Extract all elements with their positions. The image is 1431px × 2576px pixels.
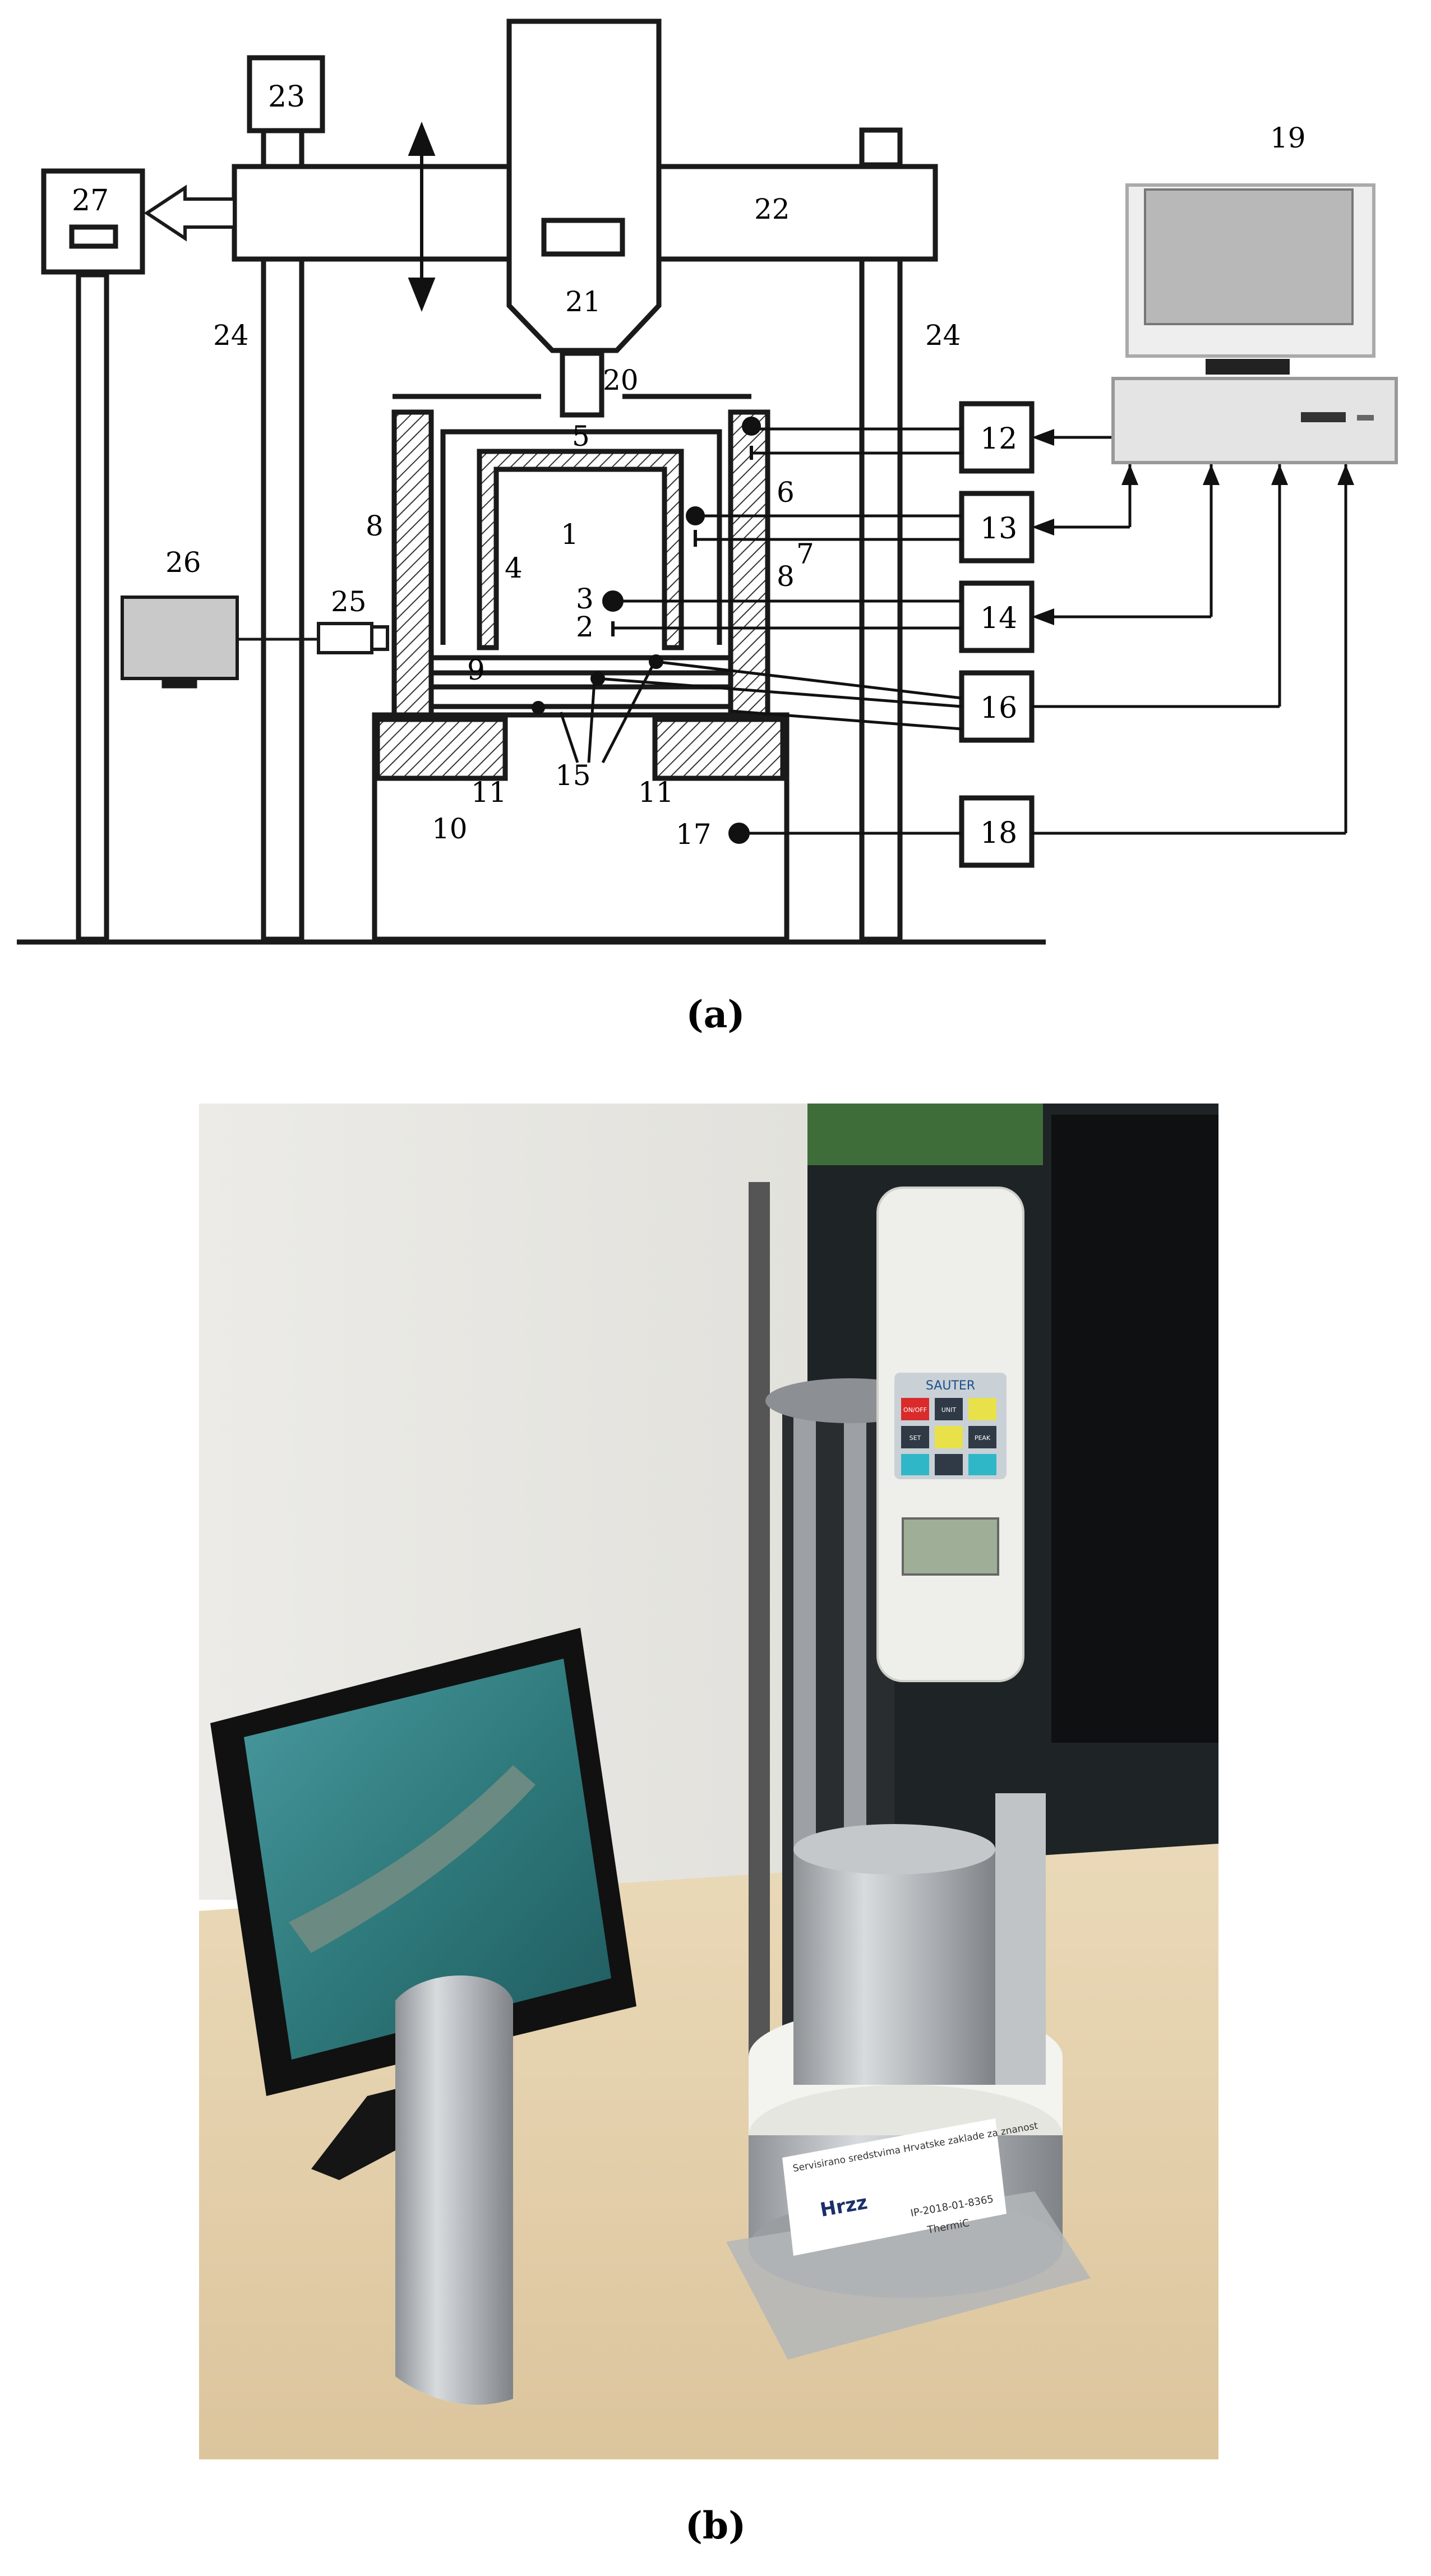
schematic-diagram: 1 2 3 4 5 6 7 8 8 9 10 11 11 15 17 19 20… [17,19,1398,945]
box-13-label: 13 [980,512,1017,546]
label-7: 7 [796,538,814,570]
label-15: 15 [555,759,591,792]
caption-b: (b) [685,2504,746,2547]
label-25: 25 [331,585,367,618]
force-gauge: SAUTER ON/OFF UNIT SET PEAK [876,1187,1024,1682]
box-27-label: 27 [72,184,109,218]
support-11-right [652,717,786,781]
gauge-set-button [901,1426,929,1448]
label-1: 1 [561,518,579,551]
label-5: 5 [572,420,590,453]
computer-19 [1111,183,1398,464]
svg-text:SET: SET [910,1434,921,1442]
probe-20 [560,350,604,418]
label-24-right: 24 [925,319,961,352]
label-20: 20 [603,364,639,396]
gauge-peak-button [968,1426,996,1448]
box-12-label: 12 [980,422,1017,456]
box-18-label: 18 [980,816,1017,850]
box-27-window [69,224,118,249]
chamber-4 [477,449,684,650]
caption-a: (a) [686,992,745,1036]
label-26: 26 [165,546,201,579]
svg-text:ON/OFF: ON/OFF [903,1406,927,1414]
svg-text:PEAK: PEAK [975,1434,991,1442]
monitor-26 [121,595,239,680]
label-21: 21 [565,285,601,318]
label-19: 19 [1270,122,1306,154]
label-10: 10 [432,812,468,845]
gauge-unit-button [935,1398,963,1420]
camera-25 [317,622,373,654]
small-monitor [210,1628,636,2180]
sensor-12 [742,417,761,436]
label-8-left: 8 [366,510,384,542]
half-cylinder-shield [395,1975,513,2405]
label-22: 22 [754,193,790,225]
label-3: 3 [576,583,594,615]
box-23 [247,55,325,133]
pillar-right-cap [859,127,903,168]
box-23-label: 23 [268,80,305,114]
box-14-label: 14 [980,602,1017,635]
label-11-right: 11 [638,776,674,809]
label-8-right: 8 [777,560,795,593]
label-2: 2 [576,611,594,643]
gauge-on-off-button [901,1398,929,1420]
column-21-window [541,218,625,257]
apparatus-photo: SAUTER ON/OFF UNIT SET PEAK Servisirano … [199,1104,1218,2459]
stand-27-post [76,272,109,942]
arrow-to-27 [144,184,236,242]
box-27 [41,168,145,275]
svg-text:UNIT: UNIT [941,1406,957,1414]
label-6: 6 [777,476,795,509]
wall-right [728,409,770,739]
support-11-left [375,717,508,781]
box-18 [959,795,1035,868]
label-4: 4 [505,552,523,584]
label-17: 17 [676,818,712,851]
box-16-label: 16 [980,691,1017,725]
column-21 [506,19,662,353]
wall-left [391,409,434,739]
label-24-left: 24 [213,319,249,352]
gauge-brand: SAUTER [926,1379,975,1393]
label-11-left: 11 [471,776,507,809]
label-9: 9 [467,654,485,686]
